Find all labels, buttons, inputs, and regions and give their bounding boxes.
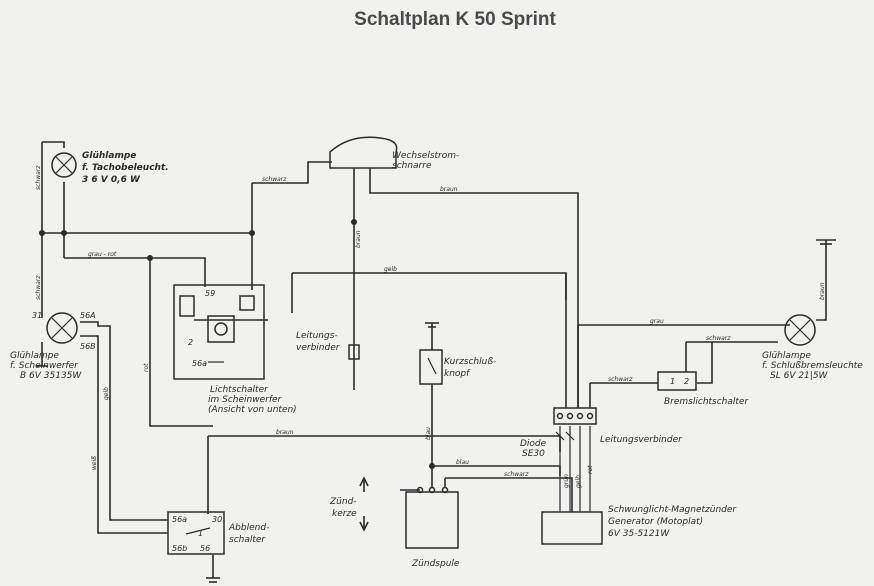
svg-text:im Scheinwerfer: im Scheinwerfer xyxy=(208,395,283,405)
light-switch: 59 2 56a Lichtschalter im Scheinwerfer (… xyxy=(173,284,297,415)
connector-right: Leitungsverbinder Diode SE30 xyxy=(520,407,683,459)
connector-left-label: Leitungs- xyxy=(296,331,338,341)
label-gelb-left: gelb xyxy=(103,387,110,400)
svg-text:knopf: knopf xyxy=(444,369,471,379)
headlamp: 31 56A 56B Glühlampe f. Scheinwerfer B 6… xyxy=(10,311,96,381)
label-schwarz-brake: schwarz xyxy=(608,376,633,383)
svg-text:f. Schlußbremsleuchte: f. Schlußbremsleuchte xyxy=(762,361,863,371)
node-left-233 xyxy=(39,230,45,236)
label-grau: grau xyxy=(650,318,664,325)
svg-text:56B: 56B xyxy=(80,342,96,351)
dimmer-label: Abblend- xyxy=(228,523,269,533)
diagram-title: Schaltplan K 50 Sprint xyxy=(354,9,556,30)
generator-label: Schwunglicht-Magnetzünder xyxy=(608,505,737,515)
tail-lamp: Glühlampe f. Schlußbremsleuchte SL 6V 21… xyxy=(762,314,863,381)
label-braun-vert: braun xyxy=(355,230,362,248)
svg-text:f. Scheinwerfer: f. Scheinwerfer xyxy=(10,361,79,371)
horn-label: Wechselstrom- xyxy=(392,151,459,161)
svg-text:1: 1 xyxy=(198,529,203,538)
svg-text:(Ansicht von unten): (Ansicht von unten) xyxy=(208,405,297,415)
svg-text:6V 35-5121W: 6V 35-5121W xyxy=(608,529,670,539)
svg-text:SL 6V 21|5W: SL 6V 21|5W xyxy=(770,371,829,381)
wire-rot xyxy=(149,258,213,427)
svg-text:f. Tachobeleucht.: f. Tachobeleucht. xyxy=(82,163,169,173)
svg-text:56A: 56A xyxy=(80,311,96,320)
wire-labels: schwarz braun grau - rot gelb grau schwa… xyxy=(35,165,826,488)
wire-grau-rot xyxy=(64,257,206,287)
label-weiss: weiß xyxy=(91,456,98,470)
connector-left: Leitungs- verbinder xyxy=(296,331,360,360)
label-blau: blau xyxy=(456,459,469,466)
label-schwarz-tail: schwarz xyxy=(706,335,731,342)
label-gelb: gelb xyxy=(384,266,397,273)
horn: Wechselstrom- schnarre xyxy=(329,136,459,171)
dimmer-switch: 56a 56b 56 1 30 Abblend- schalter xyxy=(167,511,269,555)
svg-text:B 6V 35135W: B 6V 35135W xyxy=(20,371,82,381)
svg-text:30: 30 xyxy=(212,515,222,524)
wires xyxy=(36,141,836,583)
wire-gelb-56a xyxy=(80,321,168,521)
label-gelb-gen: gelb xyxy=(575,475,582,488)
tacho-lamp: Glühlampe f. Tachobeleucht. 3 6 V 0,6 W xyxy=(51,151,169,185)
kill-switch: Kurzschluß- knopf xyxy=(419,349,496,385)
node-354-222 xyxy=(351,219,357,225)
generator: Schwunglicht-Magnetzünder Generator (Mot… xyxy=(541,505,737,545)
label-schwarz-left2: schwarz xyxy=(35,275,42,300)
label-gruen: grün xyxy=(563,474,570,488)
wire-braun-horn xyxy=(369,168,579,408)
label-schwarz-coil: schwarz xyxy=(504,471,529,478)
wire-braun-tail xyxy=(816,240,827,321)
svg-text:Generator (Motoplat): Generator (Motoplat) xyxy=(608,517,703,527)
svg-text:2: 2 xyxy=(188,338,193,347)
label-schwarz-left: schwarz xyxy=(35,165,42,190)
label-blau-vert: blau xyxy=(425,427,432,440)
svg-text:56: 56 xyxy=(200,544,210,553)
connector-right-label: Leitungsverbinder xyxy=(600,435,683,445)
brake-switch: 1 2 Bremslichtschalter xyxy=(657,371,749,407)
ignition-coil-label: Zündspule xyxy=(411,559,460,569)
svg-text:1: 1 xyxy=(670,377,675,386)
svg-text:SE30: SE30 xyxy=(522,449,545,459)
light-switch-label: Lichtschalter xyxy=(210,385,269,395)
svg-text:56a: 56a xyxy=(172,515,187,524)
brake-switch-label: Bremslichtschalter xyxy=(664,397,749,407)
label-grau-rot: grau - rot xyxy=(88,251,117,258)
label-schwarz-top: schwarz xyxy=(262,176,287,183)
label-rot-gen: rot xyxy=(587,465,594,474)
node-tacho-233 xyxy=(61,230,67,236)
label-rot: rot xyxy=(143,363,150,372)
spark-plug: Zünd- kerze xyxy=(329,497,357,519)
spark-plug-label: Zünd- xyxy=(329,497,357,507)
label-braun-lower: braun xyxy=(276,429,294,436)
headlamp-label: Glühlampe xyxy=(10,351,59,361)
wire-blau-right xyxy=(432,465,561,476)
svg-text:verbinder: verbinder xyxy=(296,343,341,353)
tacho-lamp-label: Glühlampe xyxy=(82,151,136,161)
wire-braun-lower xyxy=(208,435,561,452)
svg-text:56a: 56a xyxy=(192,359,207,368)
svg-text:31: 31 xyxy=(32,311,42,320)
svg-text:2: 2 xyxy=(684,377,689,386)
wire-schwarz-coil xyxy=(445,477,573,512)
svg-text:schalter: schalter xyxy=(229,535,266,545)
svg-text:kerze: kerze xyxy=(332,509,357,519)
wire-tacho-top xyxy=(42,141,65,148)
tail-lamp-label: Glühlampe xyxy=(762,351,811,361)
diode-label: Diode xyxy=(520,439,547,449)
label-braun-tail: braun xyxy=(819,282,826,300)
kill-switch-label: Kurzschluß- xyxy=(444,357,496,367)
wire-weiss-56b xyxy=(97,340,168,534)
svg-text:3 6 V 0,6 W: 3 6 V 0,6 W xyxy=(82,175,141,185)
svg-text:59: 59 xyxy=(205,289,215,298)
svg-text:schnarre: schnarre xyxy=(392,161,432,171)
ignition-coil: Zündspule xyxy=(405,486,460,569)
label-braun-top: braun xyxy=(440,186,458,193)
svg-text:56b: 56b xyxy=(172,544,187,553)
wire-schwarz-horn xyxy=(252,161,332,184)
